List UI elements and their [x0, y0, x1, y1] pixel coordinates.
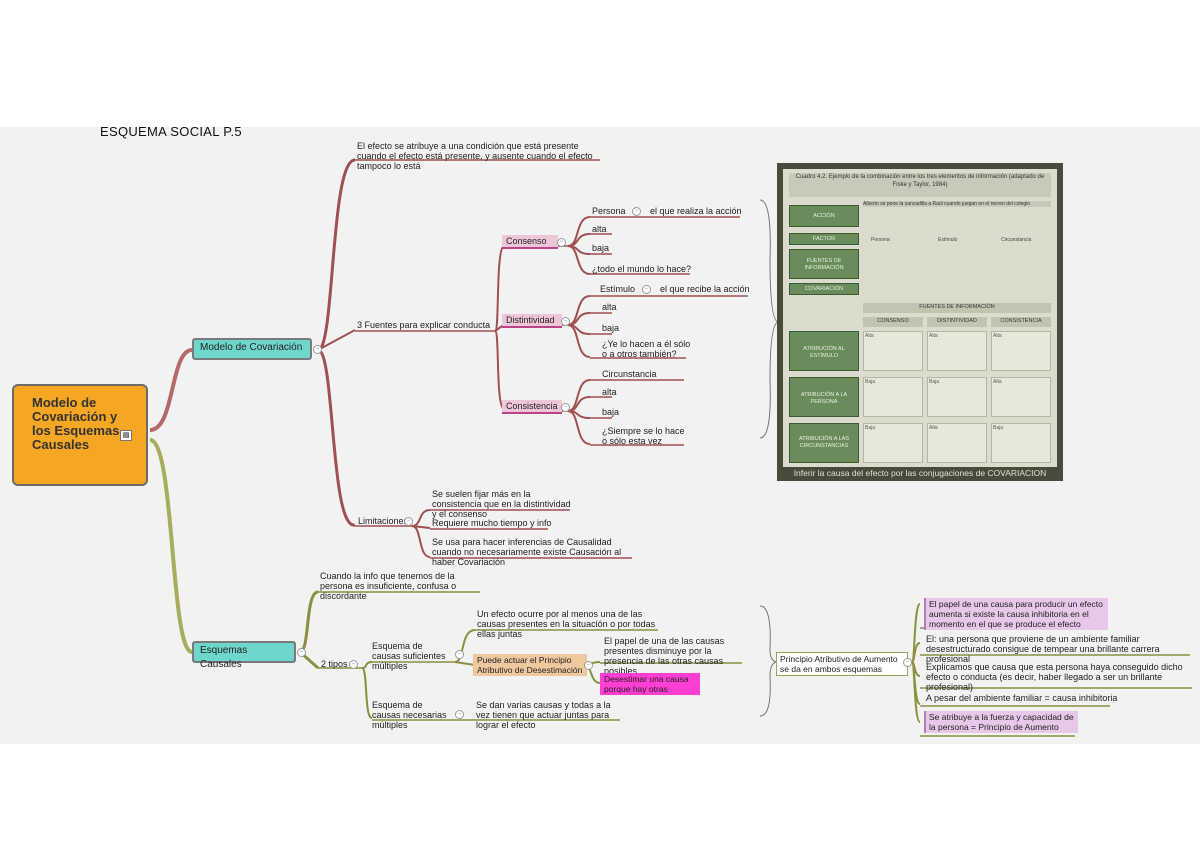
- factor-persona: Persona: [871, 237, 890, 243]
- attr-circunstancias: ATRIBUCIÓN A LAS CIRCUNSTANCIAS: [789, 423, 859, 463]
- distintividad-alta: alta: [602, 302, 617, 312]
- table-example: Alberto se pone la zancadilla a Raúl cua…: [863, 201, 1051, 207]
- esquema-necesarias: Esquema de causas necesarias múltiples: [372, 700, 447, 730]
- necesarias-desc: Se dan varias causas y todas a la vez ti…: [476, 700, 611, 730]
- aumento-inhibitoria: A pesar del ambiente familiar = causa in…: [926, 693, 1118, 703]
- distintividad-question: ¿Ye lo hacen a él sólo o a otros también…: [602, 339, 691, 359]
- factor-estimulo: Estímulo: [938, 237, 958, 243]
- cell-level: Alta: [927, 423, 987, 463]
- principio-desestimacion[interactable]: Puede actuar el Principio Atributivo de …: [473, 654, 587, 676]
- row-label-factor: FACTOR: [789, 233, 859, 245]
- collapse-toggle[interactable]: −: [903, 658, 912, 667]
- row-label-covariacion: COVARIACIÓN: [789, 283, 859, 295]
- consistencia-circunstancia: Circunstancia: [602, 369, 657, 379]
- col-consenso: CONSENSO: [863, 317, 923, 327]
- limitacion-1: Se suelen fijar más en la consistencia q…: [432, 489, 571, 519]
- esquema-suficientes: Esquema de causas suficientes múltiples: [372, 641, 446, 671]
- collapse-toggle[interactable]: −: [557, 238, 566, 247]
- distintividad-baja: baja: [602, 323, 620, 333]
- consenso-baja: baja: [592, 243, 610, 253]
- collapse-toggle[interactable]: −: [455, 650, 464, 659]
- consistencia-question: ¿Siempre se lo hace o sólo esta vez: [602, 426, 685, 446]
- distintividad-estimulo: Estímulo: [600, 284, 636, 294]
- node-consenso[interactable]: Consenso: [502, 235, 558, 249]
- col-distintividad: DISTINTIVIDAD: [927, 317, 987, 327]
- table-body: Cuadro 4.2. Ejemplo de la combinación en…: [783, 169, 1057, 467]
- collapse-toggle[interactable]: −: [349, 660, 358, 669]
- root-label: Modelo de Covariación y los Esquemas Cau…: [32, 395, 120, 452]
- limitacion-3: Se usa para hacer inferencias de Causali…: [432, 537, 622, 567]
- row-label-accion: ACCIÓN: [789, 205, 859, 227]
- collapse-toggle[interactable]: −: [584, 661, 593, 670]
- table-caption: Inferir la causa del efecto por las conj…: [793, 468, 1047, 478]
- root-node[interactable]: Modelo de Covariación y los Esquemas Cau…: [12, 384, 148, 486]
- cell-level: Baja: [863, 423, 923, 463]
- cell-level: Baja: [863, 377, 923, 417]
- distintividad-estimulo-desc: el que recibe la acción: [660, 284, 750, 294]
- consenso-question: ¿todo el mundo lo hace?: [592, 264, 692, 274]
- cell-level: Baja: [991, 423, 1051, 463]
- consistencia-baja: baja: [602, 407, 620, 417]
- node-distintividad[interactable]: Distintividad: [502, 314, 562, 328]
- branch-esquemas[interactable]: Esquemas Causales: [192, 641, 296, 670]
- collapse-toggle[interactable]: −: [297, 648, 306, 657]
- covariation-table-image: Cuadro 4.2. Ejemplo de la combinación en…: [777, 163, 1063, 481]
- desestimar-note[interactable]: Desestimar una causa porque hay otras: [600, 673, 700, 695]
- cell-level: Alta: [991, 331, 1051, 371]
- cell-level: Baja: [927, 377, 987, 417]
- page-title: ESQUEMA SOCIAL P.5: [100, 124, 242, 139]
- limitaciones-label: Limitaciones: [358, 516, 409, 526]
- principio-aumento[interactable]: Principio Atributivo de Aumento se da en…: [776, 652, 908, 676]
- consenso-persona: Persona: [592, 206, 626, 216]
- link-icon[interactable]: −: [642, 285, 651, 294]
- attr-estimulo: ATRIBUCIÓN AL ESTÍMULO: [789, 331, 859, 371]
- cell-level: Alta: [927, 331, 987, 371]
- collapse-toggle[interactable]: −: [313, 345, 322, 354]
- desestimacion-desc: El papel de una de las causas presentes …: [604, 636, 725, 676]
- collapse-toggle[interactable]: −: [561, 403, 570, 412]
- consenso-persona-desc: el que realiza la acción: [650, 206, 742, 216]
- suficientes-desc: Un efecto ocurre por al menos una de las…: [477, 609, 656, 639]
- factor-circunstancia: Circunstancia: [1001, 237, 1032, 243]
- node-consistencia[interactable]: Consistencia: [502, 400, 562, 414]
- collapse-toggle[interactable]: −: [561, 317, 570, 326]
- consistencia-alta: alta: [602, 387, 617, 397]
- consenso-alta: alta: [592, 224, 607, 234]
- branch-covariacion[interactable]: Modelo de Covariación: [192, 338, 312, 360]
- aumento-conclusion: Se atribuye a la fuerza y capacidad de l…: [924, 711, 1078, 733]
- collapse-toggle[interactable]: −: [404, 517, 413, 526]
- cell-level: Alta: [863, 331, 923, 371]
- aumento-def: El papel de una causa para producir un e…: [924, 598, 1108, 630]
- tipos-label: 2 tipos: [321, 659, 348, 669]
- cell-level: Alta: [991, 377, 1051, 417]
- aumento-ejemplo: El: una persona que proviene de un ambie…: [926, 634, 1160, 664]
- col-consistencia: CONSISTENCIA: [991, 317, 1051, 327]
- aumento-explicacion: Explicamos que causa que esta persona ha…: [926, 662, 1183, 692]
- covariacion-intro: El efecto se atribuye a una condición qu…: [357, 141, 593, 171]
- limitacion-2: Requiere mucho tiempo y info: [432, 518, 552, 528]
- esquemas-intro: Cuando la info que tenemos de la persona…: [320, 571, 457, 601]
- attr-persona: ATRIBUCIÓN A LA PERSONA: [789, 377, 859, 417]
- fuentes-label: 3 Fuentes para explicar conducta: [357, 320, 491, 330]
- table-title: Cuadro 4.2. Ejemplo de la combinación en…: [789, 173, 1051, 197]
- fuentes-header: FUENTES DE INFORMACIÓN: [863, 303, 1051, 313]
- collapse-toggle[interactable]: −: [455, 710, 464, 719]
- note-icon[interactable]: ▤: [120, 430, 132, 441]
- row-label-fuentes: FUENTES DE INFORMACIÓN: [789, 249, 859, 279]
- link-icon[interactable]: −: [632, 207, 641, 216]
